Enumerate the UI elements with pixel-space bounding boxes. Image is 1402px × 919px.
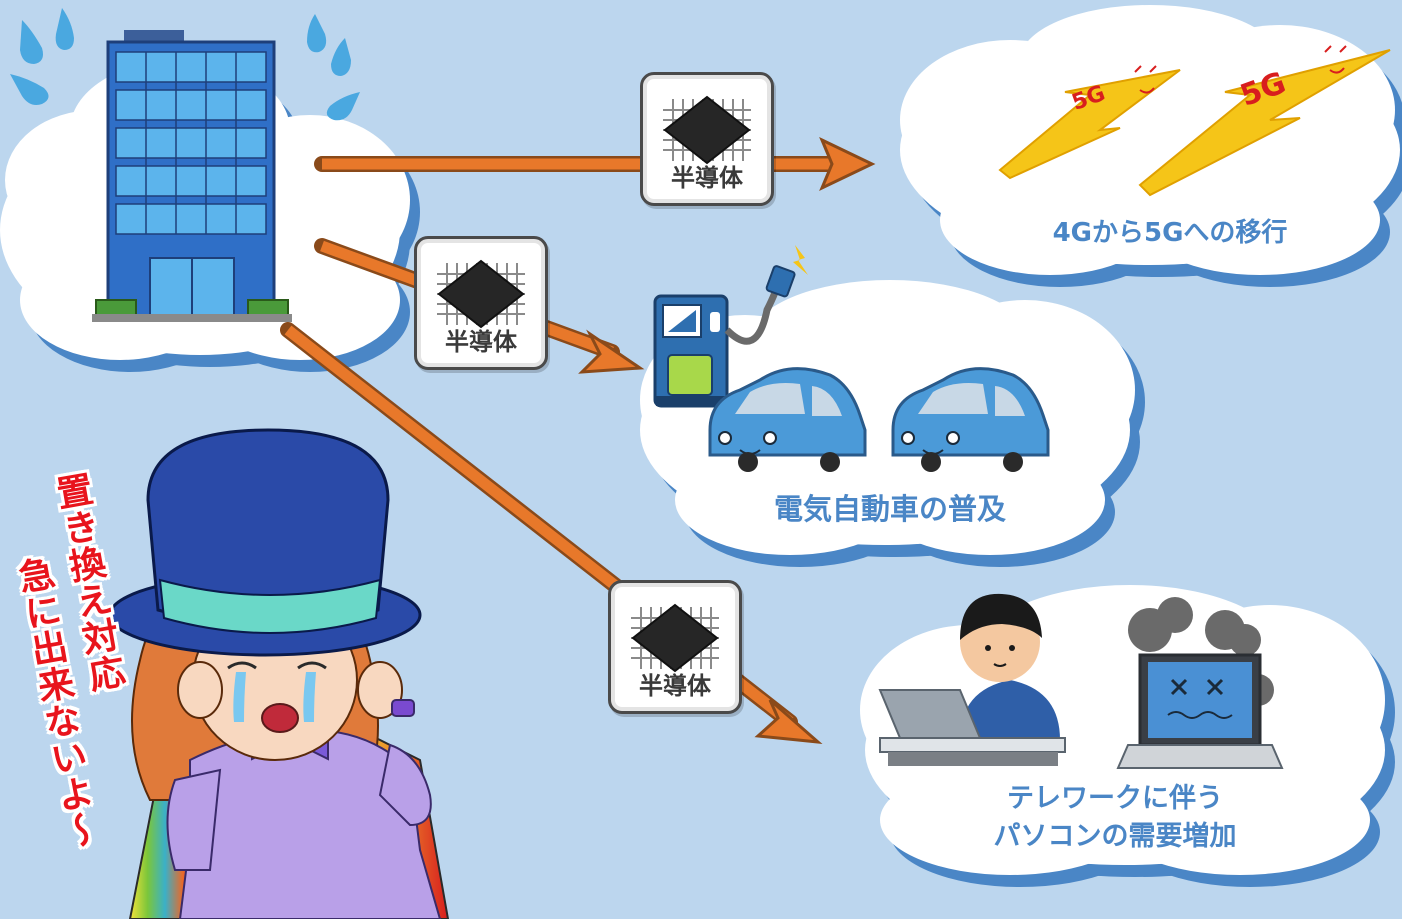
ev-charger-icon	[653, 245, 808, 408]
car-icon-left	[708, 367, 867, 472]
semiconductor-chip-icon	[663, 95, 751, 165]
chip-card-telework: 半導体	[608, 580, 742, 714]
semiconductor-chip-icon	[437, 259, 525, 329]
cloud-5g	[900, 5, 1402, 287]
car-icon-right	[891, 367, 1050, 472]
chip-label: 半導体	[639, 672, 711, 700]
chip-label: 半導体	[445, 328, 517, 356]
chip-label: 半導体	[671, 164, 743, 192]
lightning-5g-icon: 5G 5G	[998, 45, 1391, 197]
chip-card-ev: 半導体	[414, 236, 548, 370]
office-worker-icon	[960, 593, 1060, 740]
sweat-drop-icon	[10, 8, 360, 121]
caption-ev-adoption: 電気自動車の普及	[773, 492, 1006, 526]
office-building-icon	[92, 30, 292, 322]
semiconductor-chip-icon	[631, 603, 719, 673]
caption-telework-line1: テレワークに伴う	[1007, 783, 1223, 814]
caption-telework: テレワークに伴う パソコンの需要増加	[930, 780, 1300, 856]
chip-card-5g: 半導体	[640, 72, 774, 206]
crying-girl-icon	[108, 428, 450, 919]
laptop-icon	[878, 689, 1066, 766]
caption-telework-line2: パソコンの需要増加	[993, 821, 1237, 852]
caption-5g-transition: 4Gから5Gへの移行	[1052, 218, 1288, 248]
broken-laptop-icon	[1116, 597, 1284, 769]
